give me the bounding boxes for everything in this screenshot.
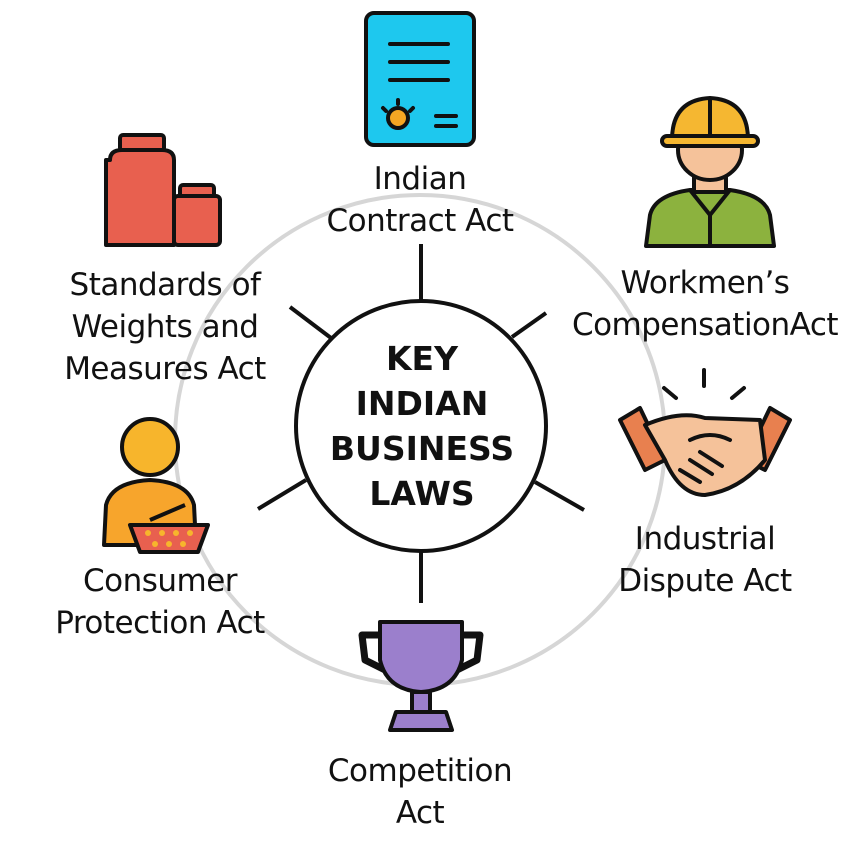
label-industrial-dispute-act: Industrial Dispute Act xyxy=(580,518,830,602)
label-line: Protection Act xyxy=(55,605,265,641)
spokes xyxy=(256,244,585,603)
center-circle xyxy=(294,299,548,553)
label-line: Weights and xyxy=(71,309,259,345)
label-line: Consumer xyxy=(82,563,238,599)
label-line: Standards of xyxy=(69,267,261,303)
worker-hardhat-icon xyxy=(644,96,776,248)
label-line: CompensationAct xyxy=(571,307,839,343)
label-line: Workmen’s xyxy=(620,265,790,301)
center-line: INDIAN xyxy=(355,384,489,423)
trophy-icon xyxy=(358,620,484,732)
spoke-lower-right xyxy=(534,480,585,512)
label-line: Indian xyxy=(373,161,467,197)
label-line: Industrial xyxy=(634,521,776,557)
label-consumer-protection-act: Consumer Protection Act xyxy=(30,560,290,644)
label-line: Contract Act xyxy=(326,203,514,239)
label-line: Act xyxy=(395,795,445,831)
handshake-icon xyxy=(618,368,792,497)
label-competition-act: Competition Act xyxy=(300,750,540,834)
center-title: KEY INDIAN BUSINESS LAWS xyxy=(296,336,548,516)
spoke-upper-left xyxy=(288,305,333,340)
spoke-lower-left xyxy=(256,478,308,511)
weights-icon xyxy=(104,133,222,247)
spoke-upper-right xyxy=(510,311,548,339)
label-workmens-compensation-act: Workmen’s CompensationAct xyxy=(555,262,853,346)
label-line: Dispute Act xyxy=(618,563,792,599)
label-standards-weights-measures-act: Standards of Weights and Measures Act xyxy=(40,264,290,390)
label-indian-contract-act: Indian Contract Act xyxy=(300,158,540,242)
center-line: LAWS xyxy=(369,474,475,513)
consumer-basket-icon xyxy=(102,417,210,554)
center-line: KEY xyxy=(385,339,458,378)
label-line: Competition xyxy=(327,753,513,789)
contract-document-icon xyxy=(364,11,476,147)
label-line: Measures Act xyxy=(64,351,266,387)
center-line: BUSINESS xyxy=(329,429,515,468)
